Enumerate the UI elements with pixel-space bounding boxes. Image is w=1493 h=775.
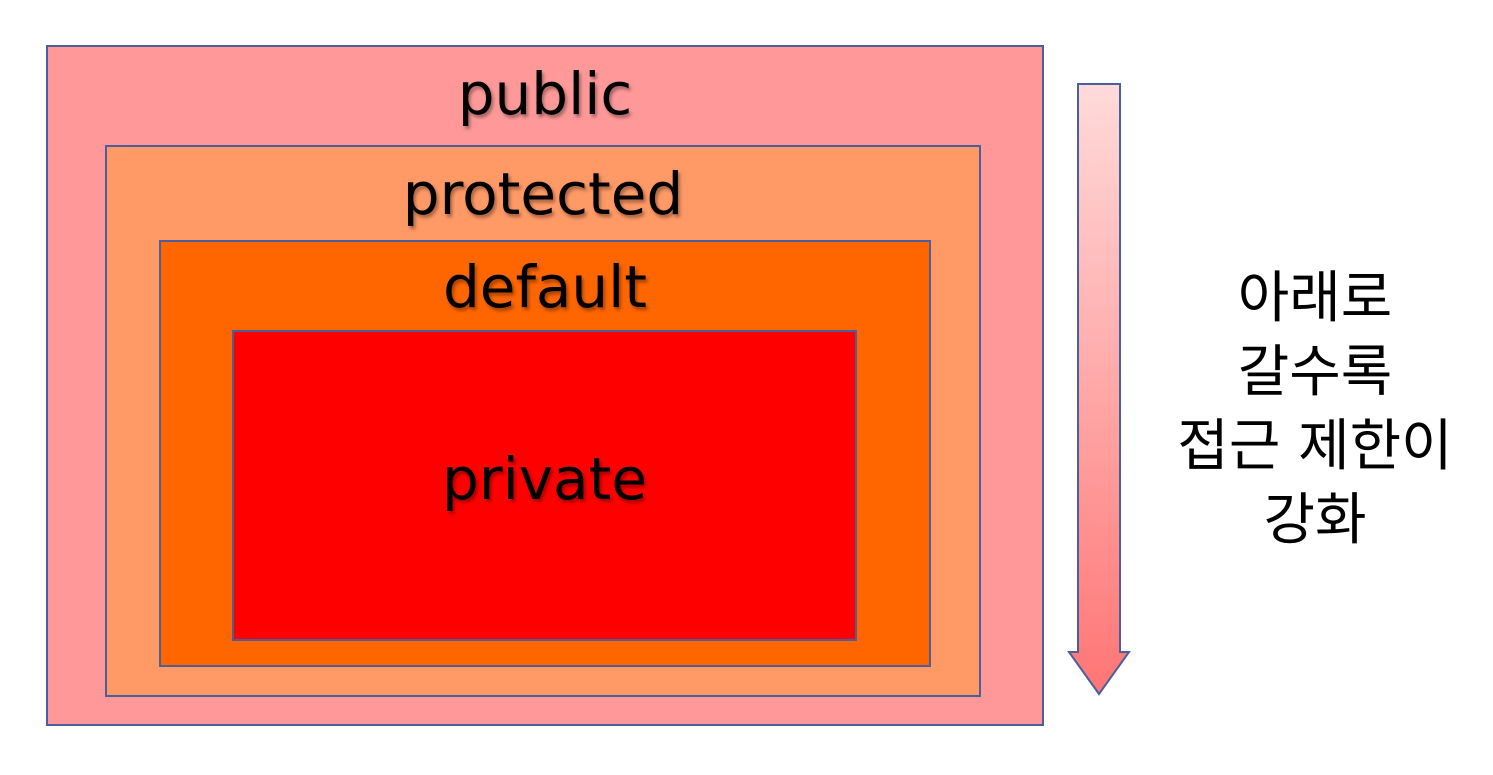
private-scope-box: private [232, 330, 857, 641]
side-caption-line-1: 아래로 [1237, 266, 1393, 331]
side-caption: 아래로 갈수록 접근 제한이 강화 [1150, 262, 1480, 558]
default-label: default [442, 253, 648, 321]
side-caption-line-3: 접근 제한이 [1177, 414, 1453, 479]
protected-label: protected [402, 160, 684, 228]
default-scope-box: default private [159, 240, 931, 667]
down-arrow-icon [1067, 83, 1131, 696]
private-label: private [441, 445, 648, 513]
side-caption-line-4: 강화 [1263, 488, 1367, 553]
side-caption-line-2: 갈수록 [1237, 340, 1393, 405]
public-label: public [457, 60, 633, 128]
down-arrow-shape [1067, 83, 1131, 696]
protected-scope-box: protected default private [105, 145, 981, 697]
public-scope-box: public protected default private [46, 45, 1044, 726]
